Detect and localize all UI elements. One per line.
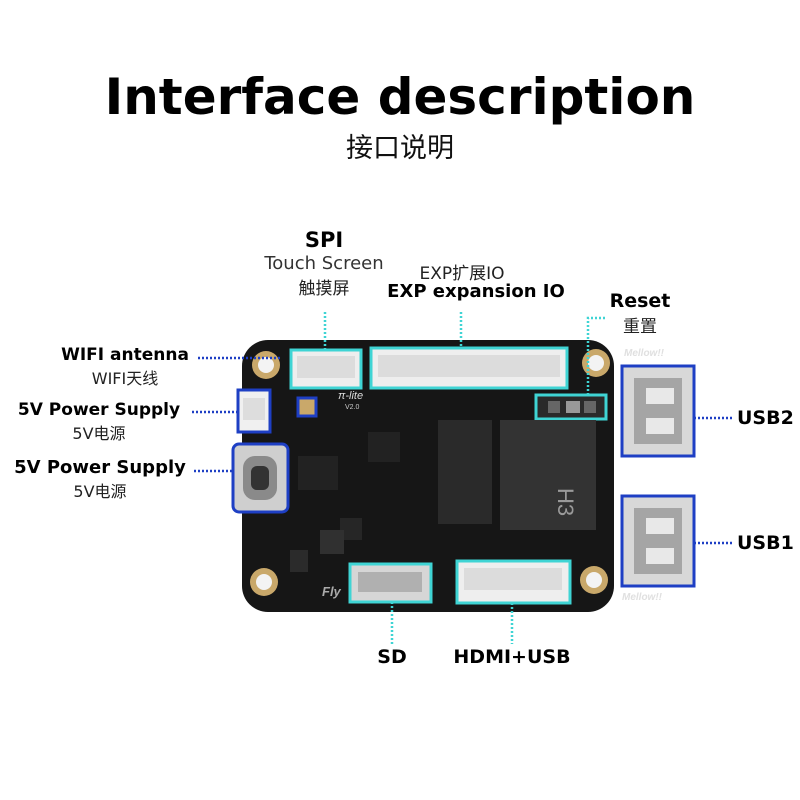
memory-chip bbox=[438, 420, 492, 524]
power1-title: 5V Power Supply bbox=[17, 400, 181, 420]
soc-chip-label: H3 bbox=[553, 488, 578, 516]
spi-subtitle-cn: 触摸屏 bbox=[298, 279, 350, 299]
wifi-title: WIFI antenna bbox=[61, 345, 189, 365]
reset-subtitle-cn: 重置 bbox=[623, 317, 657, 337]
spi-subtitle-en: Touch Screen bbox=[264, 253, 384, 274]
mounting-hole-top-left bbox=[252, 351, 280, 379]
board-model-text: π-lite bbox=[338, 390, 363, 402]
power1-subtitle-cn: 5V电源 bbox=[72, 424, 126, 443]
mounting-hole-bottom-right bbox=[580, 566, 608, 594]
power2-label: 5V Power Supply 5V电源 bbox=[6, 457, 194, 502]
reset-label: Reset 重置 bbox=[604, 290, 676, 337]
spi-label: SPI Touch Screen 触摸屏 bbox=[250, 228, 398, 299]
hdmi-usb-label: HDMI+USB bbox=[453, 646, 571, 668]
brand-bottom-text: Mellow!! bbox=[622, 592, 663, 603]
exp-label: EXP扩展IO bbox=[372, 259, 552, 284]
usb1-label: USB1 bbox=[737, 532, 794, 554]
page-title: Interface description bbox=[104, 68, 696, 126]
soc-chip bbox=[500, 420, 596, 530]
reset-leader bbox=[586, 316, 605, 395]
wifi-label: WIFI antenna WIFI天线 bbox=[50, 345, 200, 389]
exp-subtitle-cn: EXP扩展IO bbox=[419, 264, 505, 284]
exp-title: EXP expansion IO bbox=[387, 281, 565, 302]
power2-title: 5V Power Supply bbox=[14, 457, 186, 478]
wifi-subtitle-cn: WIFI天线 bbox=[91, 369, 159, 388]
power1-label: 5V Power Supply 5V电源 bbox=[6, 400, 192, 444]
usb2-label: USB2 bbox=[737, 407, 794, 429]
sd-label: SD bbox=[377, 646, 407, 668]
mounting-hole-bottom-left bbox=[250, 568, 278, 596]
power2-subtitle-cn: 5V电源 bbox=[73, 482, 127, 501]
wifi-antenna-pad bbox=[296, 396, 318, 418]
spi-title: SPI bbox=[304, 228, 344, 252]
mounting-hole-top-right bbox=[582, 349, 610, 377]
board-version-text: V2.0 bbox=[345, 404, 360, 411]
brand-top-text: Mellow!! bbox=[624, 348, 665, 359]
reset-title: Reset bbox=[609, 290, 671, 312]
page-subtitle: 接口说明 bbox=[346, 133, 454, 164]
fly-text: Fly bbox=[322, 584, 342, 599]
